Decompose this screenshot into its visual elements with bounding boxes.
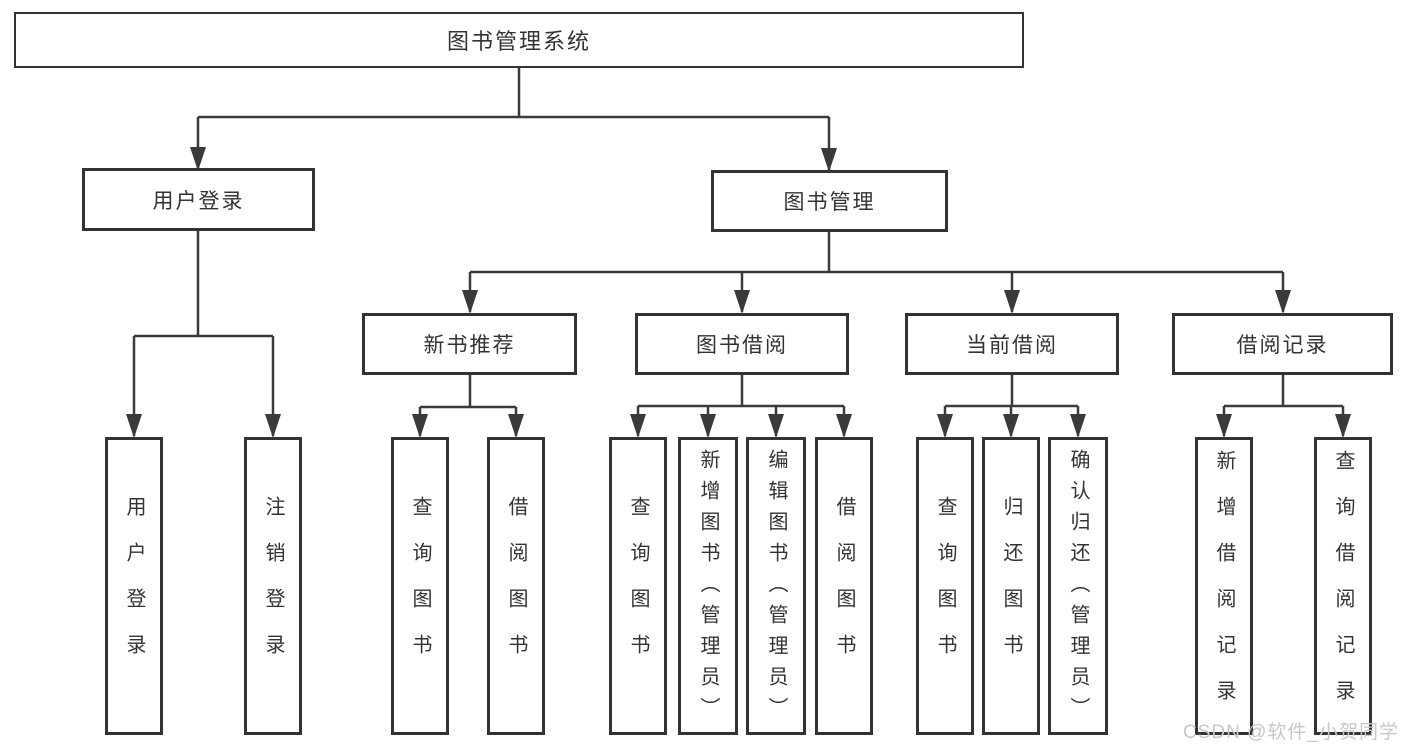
leaf-add-books-admin: 新增图书（管理员） [678,437,738,735]
leaf-query-books-borrow: 查询图书 [609,437,667,735]
leaf-borrow-books-borrow: 借阅图书 [815,437,873,735]
node-user-login: 用户登录 [82,168,315,231]
leaf-add-borrow-record: 新增借阅记录 [1195,437,1253,735]
node-book-management: 图书管理 [711,170,948,232]
leaf-logout: 注销登录 [244,437,302,735]
leaf-user-login: 用户登录 [105,437,163,735]
leaf-query-books-current: 查询图书 [916,437,974,735]
leaf-confirm-return-admin: 确认归还（管理员） [1048,437,1108,735]
node-new-book-recommendation: 新书推荐 [362,313,577,375]
node-current-borrowing: 当前借阅 [905,313,1119,375]
node-book-borrowing: 图书借阅 [635,313,849,375]
node-borrowing-records: 借阅记录 [1172,313,1393,375]
leaf-query-books-newrec: 查询图书 [391,437,449,735]
leaf-query-borrow-record: 查询借阅记录 [1314,437,1372,735]
node-library-management-system: 图书管理系统 [14,12,1024,68]
leaf-return-books: 归还图书 [982,437,1040,735]
watermark: CSDN @软件_小贺同学 [1183,722,1399,743]
leaf-borrow-books-newrec: 借阅图书 [487,437,545,735]
leaf-edit-books-admin: 编辑图书（管理员） [746,437,806,735]
